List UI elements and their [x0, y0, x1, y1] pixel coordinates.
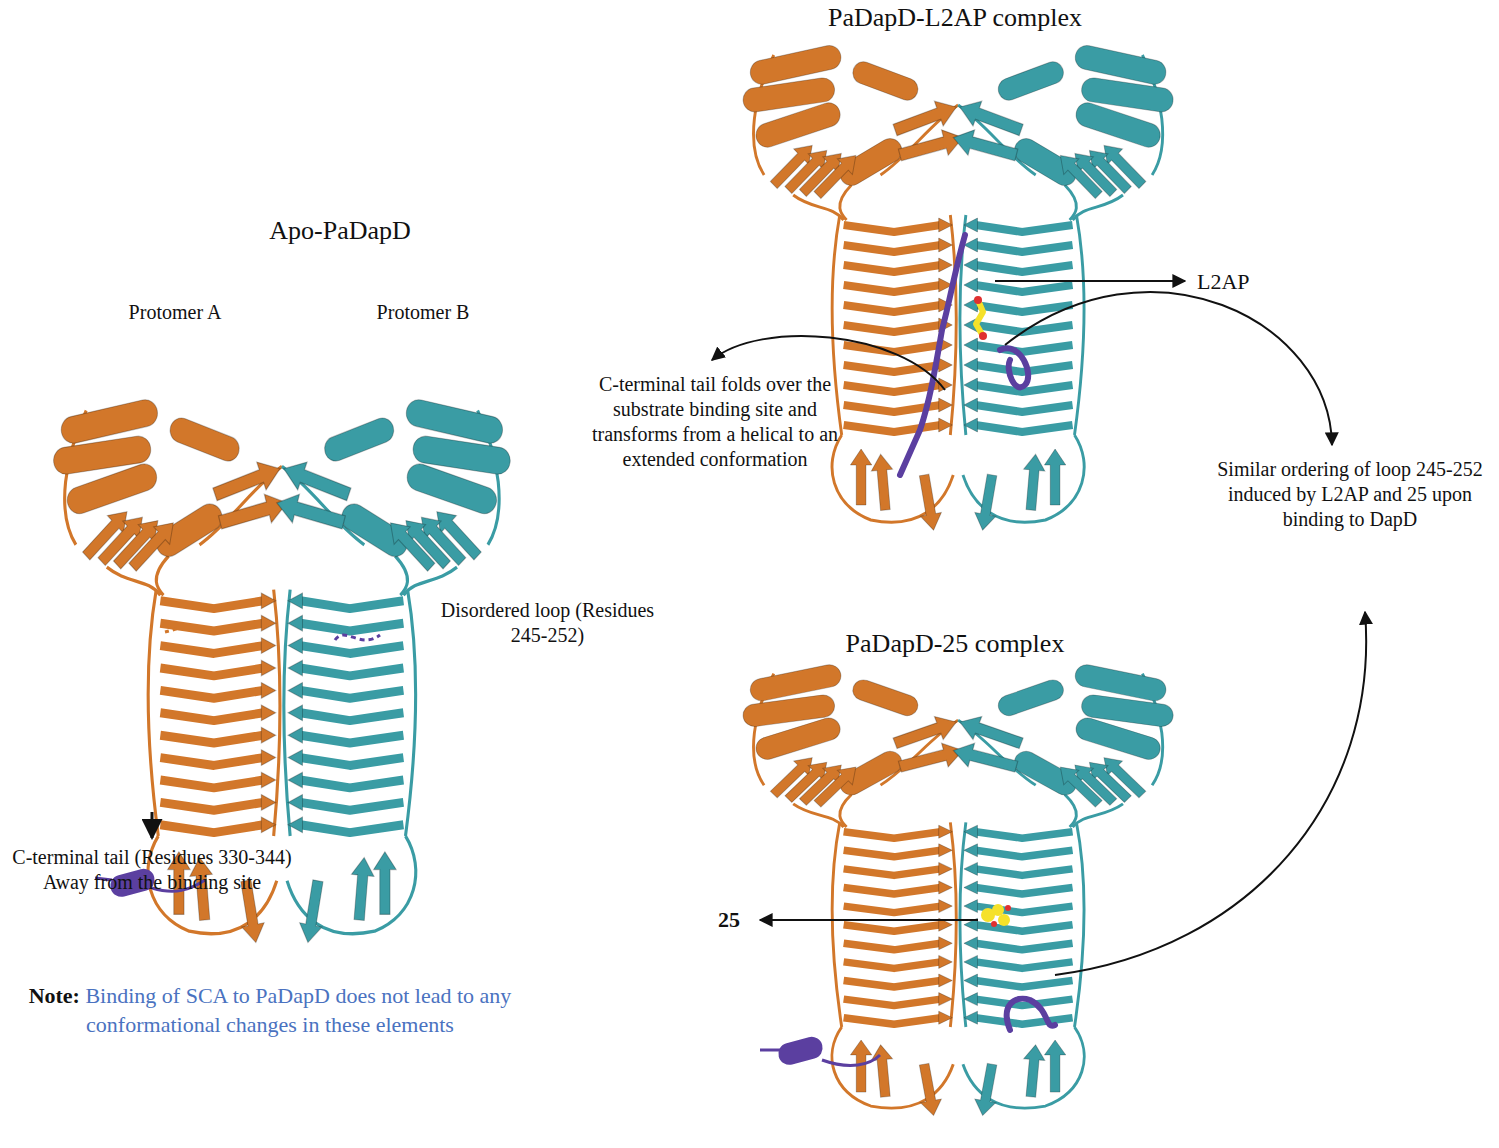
note-text: Binding of SCA to PaDapD does not lead t…: [85, 983, 511, 1037]
protomer-label: Protomer A: [95, 300, 255, 325]
note-heading: Note:: [29, 983, 80, 1008]
panel-title: PaDapD-L2AP complex: [755, 2, 1155, 35]
compound-number: 25: [718, 906, 740, 934]
loop-label: Disordered loop (Residues 245-252): [435, 598, 660, 648]
ligand-label: L2AP: [1197, 268, 1250, 296]
note-block: Note: Binding of SCA to PaDapD does not …: [2, 982, 538, 1039]
callout-text: Similar ordering of loop 245-252 induced…: [1210, 457, 1490, 532]
panel-title: PaDapD-25 complex: [755, 628, 1155, 661]
callout-text: C-terminal tail folds over the substrate…: [585, 372, 845, 472]
tail-label: C-terminal tail (Residues 330-344) Away …: [7, 845, 297, 895]
protomer-label: Protomer B: [343, 300, 503, 325]
panel-title: Apo-PaDapD: [190, 215, 490, 248]
